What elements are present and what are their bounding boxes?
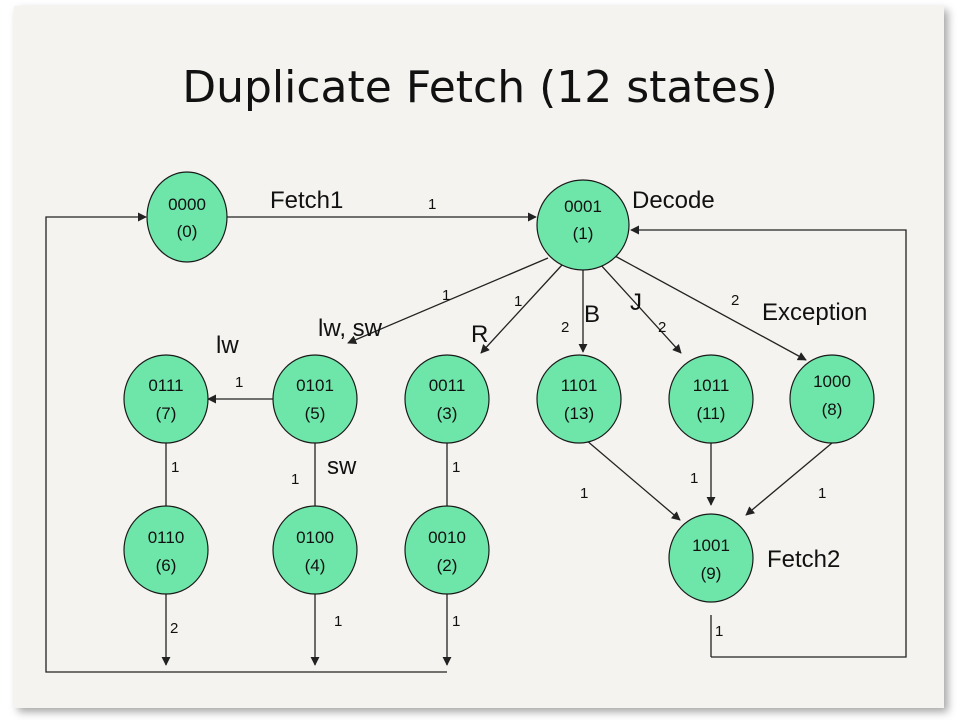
count-s7-s6: 1 (171, 459, 179, 476)
state-code: 0111 (148, 376, 183, 395)
label-fetch1: Fetch1 (270, 187, 343, 214)
count-s8-s9: 1 (818, 485, 826, 502)
edge-s1-s3 (480, 264, 563, 354)
state-number: (11) (697, 404, 726, 423)
state-0010: 0010 (2) (404, 505, 490, 595)
state-code: 0011 (429, 376, 466, 395)
state-0100: 0100 (4) (272, 505, 358, 595)
state-0011: 0011 (3) (404, 354, 490, 444)
count-s1-s11: 2 (658, 319, 666, 336)
state-number: (0) (177, 222, 198, 241)
state-1000: 1000 (8) (789, 354, 875, 444)
state-number: (9) (701, 564, 722, 583)
state-number: (5) (305, 404, 326, 423)
state-0101: 0101 (5) (272, 354, 358, 444)
state-code: 0100 (296, 528, 334, 547)
label-r: R (471, 321, 488, 348)
count-s6-return: 2 (170, 620, 178, 637)
count-s11-s9: 1 (690, 470, 698, 487)
state-1011: 1011 (11) (668, 354, 754, 444)
state-1101: 1101 (13) (536, 354, 622, 444)
state-1001: 1001 (9) (668, 513, 754, 603)
count-s5-s7: 1 (235, 374, 243, 391)
edge-s1-s5 (347, 257, 549, 344)
label-lw: lw (216, 332, 239, 359)
count-s2-return: 1 (452, 613, 460, 630)
label-sw: sw (327, 453, 357, 480)
label-exception: Exception (762, 299, 867, 326)
state-code: 0010 (428, 528, 466, 547)
count-s1-s13: 2 (561, 319, 569, 336)
state-number: (2) (437, 556, 458, 575)
label-decode: Decode (632, 187, 715, 214)
slide-title: Duplicate Fetch (12 states) (182, 62, 778, 113)
state-0110: 0110 (6) (123, 505, 209, 595)
state-number: (6) (156, 556, 177, 575)
state-number: (13) (564, 404, 594, 423)
state-code: 0101 (296, 376, 334, 395)
edge-return-to-s0 (45, 212, 447, 673)
label-lw-sw: lw, sw (318, 315, 383, 342)
edge-s1-s8 (614, 255, 807, 361)
count-s13-s9: 1 (580, 485, 588, 502)
label-j: J (630, 289, 642, 316)
state-number: (4) (305, 556, 326, 575)
count-s3-s2: 1 (452, 459, 460, 476)
state-code: 1001 (692, 536, 730, 555)
state-code: 0110 (148, 528, 185, 547)
count-s1-s8: 2 (731, 292, 739, 309)
count-s4-return: 1 (334, 613, 342, 630)
edge-s13-s9 (585, 439, 681, 521)
state-number: (8) (822, 400, 843, 419)
state-number: (1) (573, 224, 594, 243)
count-s1-s5: 1 (442, 287, 450, 304)
count-s0-s1: 1 (428, 196, 436, 213)
state-code: 1000 (813, 372, 851, 391)
state-0000: 0000 (0) (146, 171, 228, 263)
count-s1-s3: 1 (514, 293, 522, 310)
count-s9-return: 1 (715, 623, 723, 640)
state-code: 0000 (168, 195, 206, 214)
state-code: 0001 (564, 197, 602, 216)
edge-s8-s9 (745, 442, 833, 516)
state-number: (7) (156, 404, 177, 423)
state-0111: 0111 (7) (123, 354, 209, 444)
edge-s9-to-s1 (630, 225, 907, 658)
label-b: B (584, 301, 600, 328)
state-code: 1101 (561, 376, 598, 395)
state-number: (3) (437, 404, 458, 423)
count-s5-s4: 1 (291, 471, 299, 488)
state-0001: 0001 (1) (536, 179, 630, 271)
edge-s1-s11 (599, 263, 682, 354)
state-code: 1011 (693, 376, 730, 395)
label-fetch2: Fetch2 (767, 546, 840, 573)
